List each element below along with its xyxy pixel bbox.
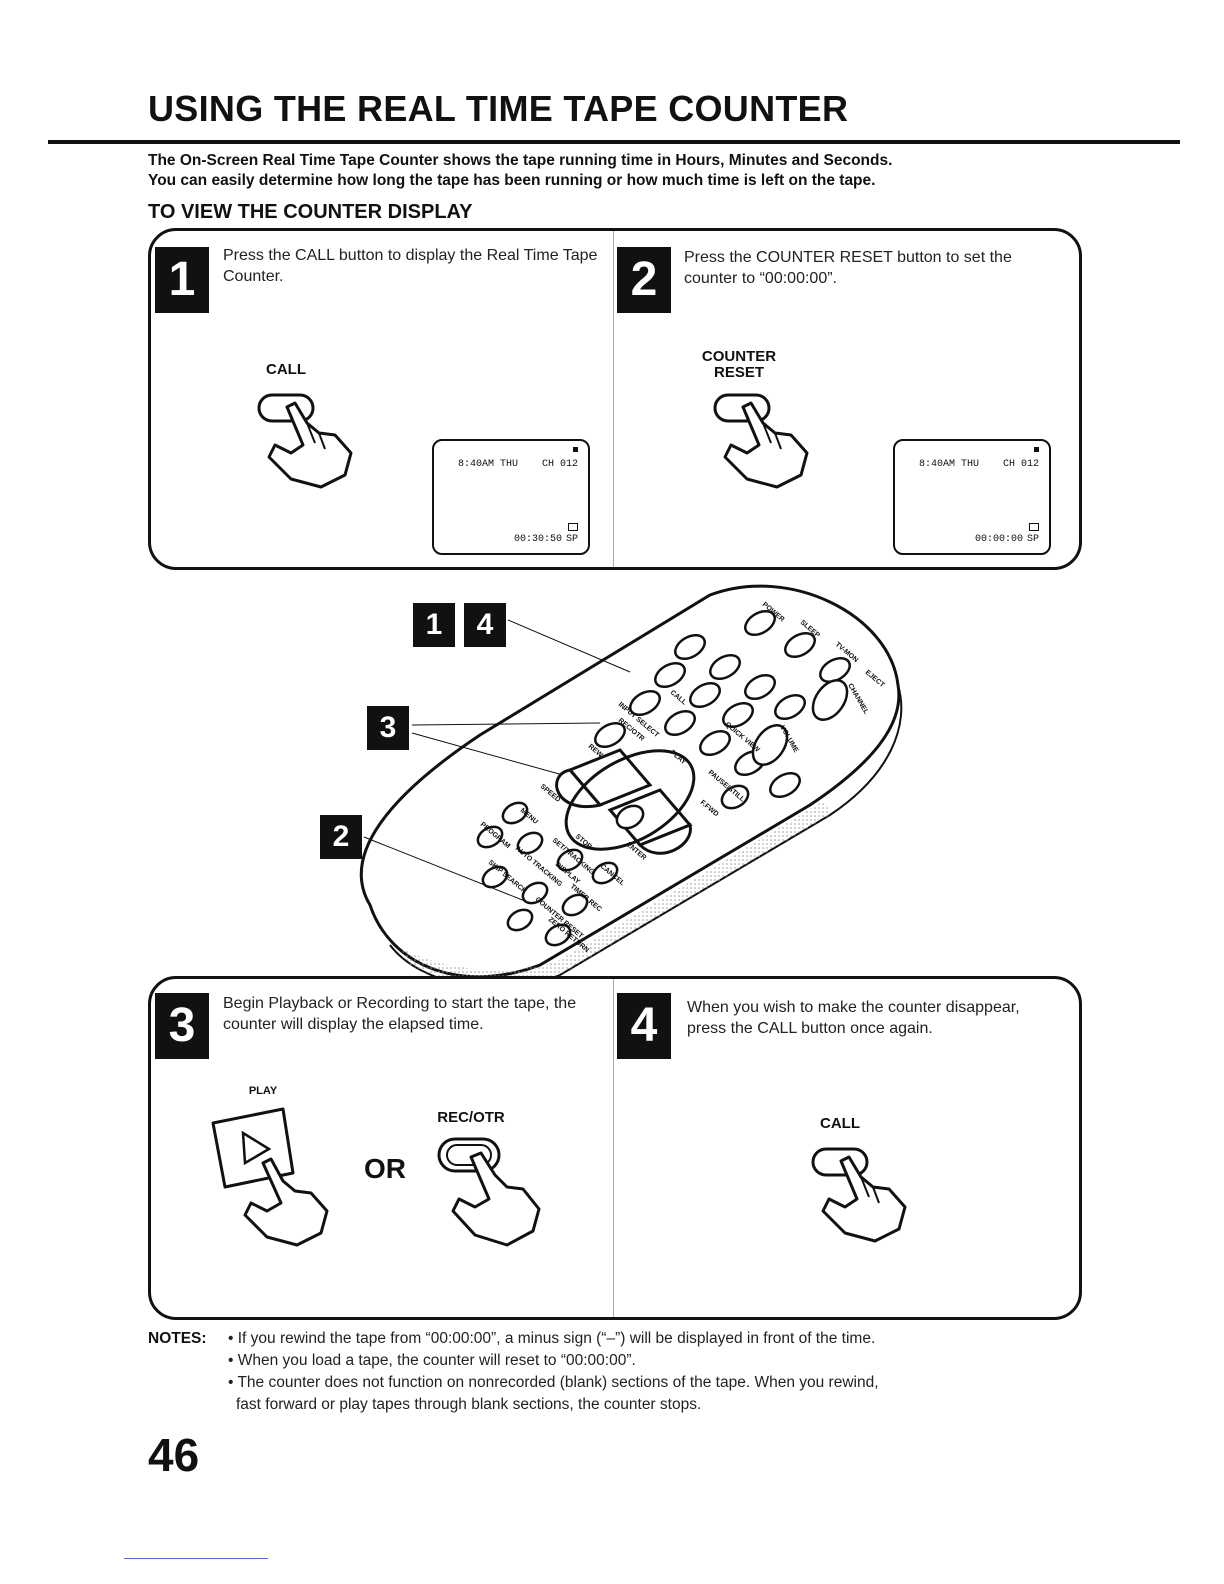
screen-time-day: 8:40AM THU — [458, 459, 519, 470]
footer-link-underline — [124, 1558, 268, 1559]
screen-indicator — [1034, 447, 1039, 452]
callout-step-4: 4 — [464, 603, 506, 647]
step-2-number: 2 — [617, 247, 671, 313]
hand-pressing-counter-reset-icon — [713, 393, 809, 489]
notes-label: NOTES: — [148, 1330, 207, 1347]
hand-pressing-rec-otr-icon — [437, 1137, 541, 1247]
play-button-label: PLAY — [248, 1085, 278, 1097]
panel-divider — [613, 979, 614, 1317]
step-3-text: Begin Playback or Recording to start the… — [223, 995, 577, 1033]
step-1-text: Press the CALL button to display the Rea… — [223, 247, 598, 285]
callout-step-3: 3 — [367, 706, 409, 750]
screen-speed: SP — [565, 534, 578, 545]
remote-control-illustration: POWER SLEEP TV-MON EJECT CALL INPUT SELE… — [359, 584, 903, 985]
or-label: OR — [364, 1153, 406, 1184]
steps-3-4-panel: 3 Begin Playback or Recording to start t… — [148, 976, 1082, 1320]
hand-pressing-call-icon — [811, 1147, 907, 1243]
call-button-label: CALL — [266, 361, 306, 378]
intro-line-2: You can easily determine how long the ta… — [148, 172, 876, 189]
section-heading: TO VIEW THE COUNTER DISPLAY — [148, 201, 473, 223]
note-item: • When you load a tape, the counter will… — [228, 1352, 636, 1369]
step-4-text: When you wish to make the counter disapp… — [687, 999, 1020, 1037]
screen-speed: SP — [1026, 534, 1039, 545]
hand-pressing-call-icon — [257, 393, 353, 489]
screen-time-day: 8:40AM THU — [919, 459, 980, 470]
cassette-icon — [568, 523, 578, 531]
step-3-number: 3 — [155, 993, 209, 1059]
cassette-icon — [1029, 523, 1039, 531]
callout-step-2: 2 — [320, 815, 362, 859]
callout-step-1: 1 — [413, 603, 455, 647]
screen-channel: CH 012 — [541, 459, 578, 470]
tv-screen-counter: 8:40AM THU CH 012 00:30:50 SP — [432, 439, 590, 555]
panel-divider — [613, 231, 614, 567]
screen-channel: CH 012 — [1002, 459, 1039, 470]
screen-indicator — [573, 447, 578, 452]
call-button-label-step-4: CALL — [820, 1115, 860, 1132]
hand-pressing-play-icon — [211, 1107, 329, 1247]
screen-counter: 00:00:00 — [975, 534, 1024, 545]
tv-screen-counter-reset: 8:40AM THU CH 012 00:00:00 SP — [893, 439, 1051, 555]
rec-otr-button-label: REC/OTR — [437, 1109, 505, 1126]
note-item: • If you rewind the tape from “00:00:00”… — [228, 1330, 876, 1347]
step-1-number: 1 — [155, 247, 209, 313]
page-title: USING THE REAL TIME TAPE COUNTER — [148, 88, 849, 129]
note-item-continuation: fast forward or play tapes through blank… — [236, 1396, 702, 1413]
note-item: • The counter does not function on nonre… — [228, 1374, 879, 1391]
counter-reset-label-1: COUNTER — [701, 348, 777, 365]
intro-line-1: The On-Screen Real Time Tape Counter sho… — [148, 152, 893, 169]
step-2-text: Press the COUNTER RESET button to set th… — [684, 249, 1012, 287]
step-4-number: 4 — [617, 993, 671, 1059]
steps-1-2-panel: 1 Press the CALL button to display the R… — [148, 228, 1082, 570]
title-rule — [48, 140, 1180, 144]
page-number: 46 — [148, 1429, 200, 1481]
screen-counter: 00:30:50 — [514, 534, 563, 545]
counter-reset-label-2: RESET — [713, 364, 764, 381]
